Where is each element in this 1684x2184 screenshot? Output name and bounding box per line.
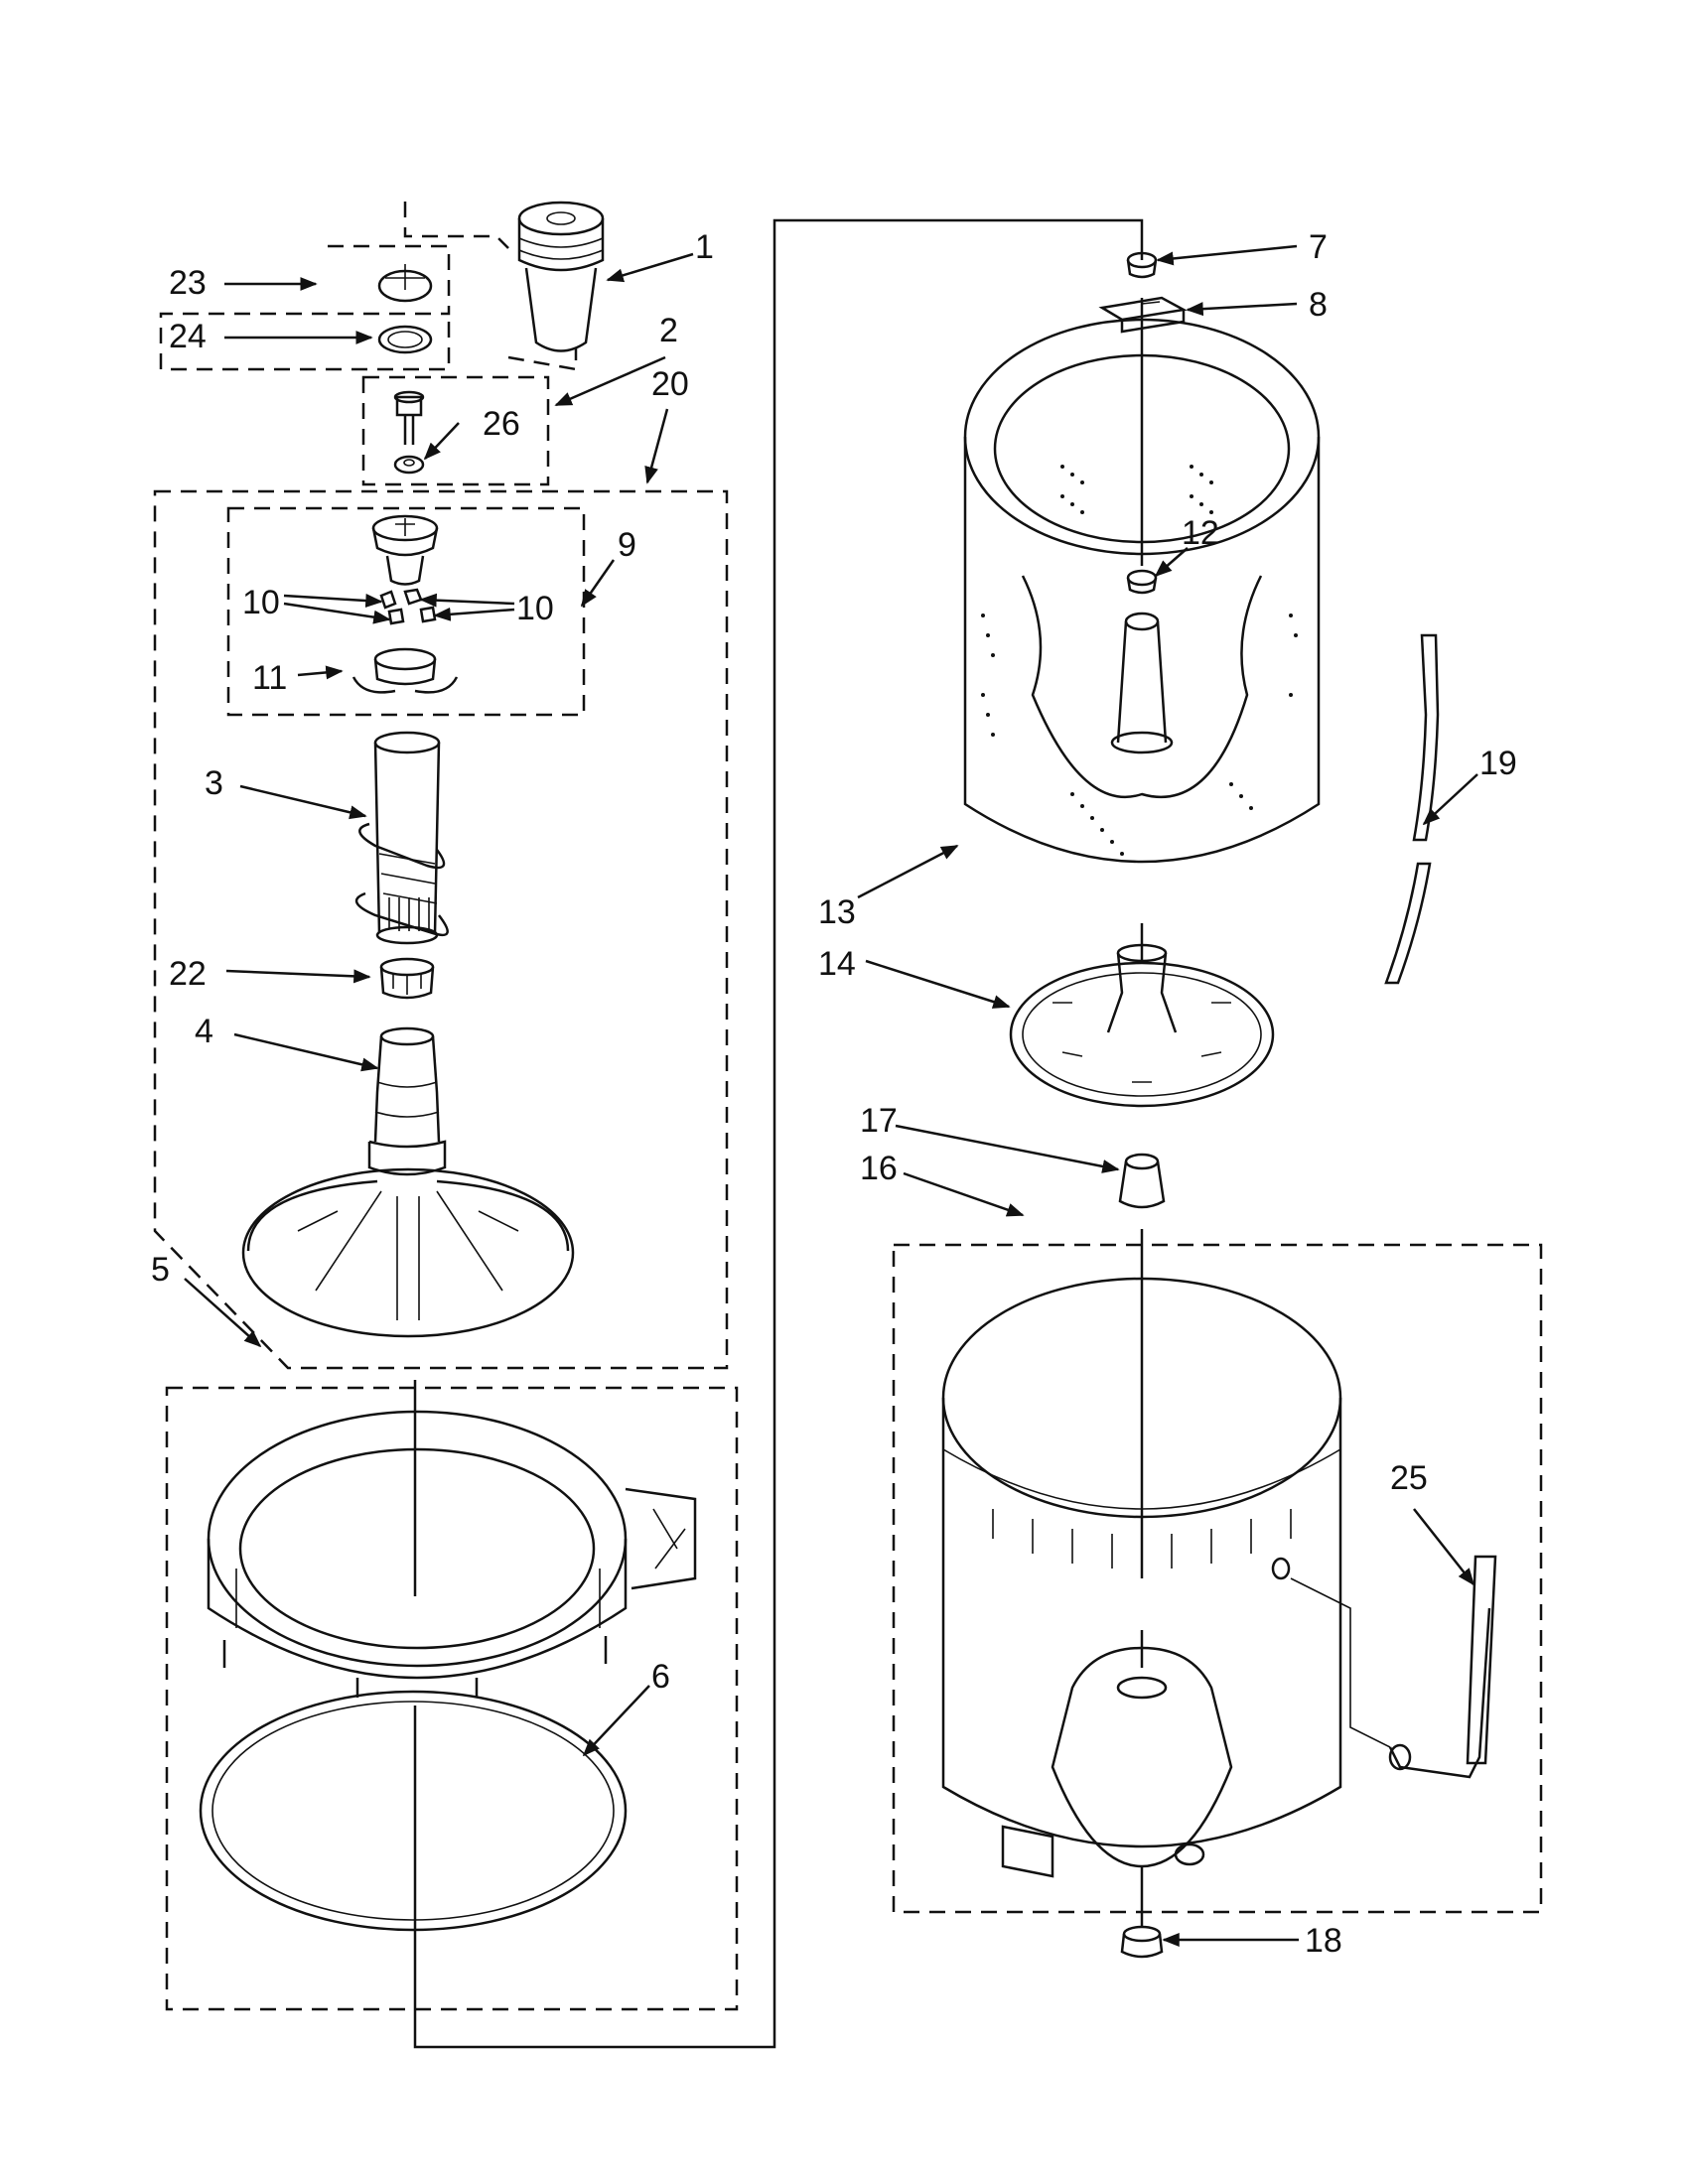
callout-26: 26 — [483, 405, 520, 443]
callout-8: 8 — [1309, 286, 1328, 324]
group-box-9 — [226, 506, 586, 717]
callout-17: 17 — [860, 1102, 898, 1140]
group-boxes — [153, 202, 1543, 2011]
callout-20: 20 — [651, 365, 689, 403]
callout-10-left: 10 — [242, 584, 280, 621]
part-19-hose — [1384, 633, 1440, 985]
callout-22: 22 — [169, 955, 207, 993]
part-18-hub-seal — [1120, 1925, 1164, 1959]
callout-24: 24 — [169, 318, 207, 355]
callout-16: 16 — [860, 1150, 898, 1187]
callout-19: 19 — [1479, 745, 1517, 782]
callout-23: 23 — [169, 264, 207, 302]
callout-5: 5 — [151, 1251, 170, 1289]
callout-10-right: 10 — [516, 590, 554, 627]
part-8-clip — [1098, 296, 1188, 334]
part-5-tub-ring — [207, 1410, 697, 1698]
part-3-auger — [354, 731, 449, 945]
callout-6: 6 — [651, 1658, 670, 1696]
callout-7: 7 — [1309, 228, 1328, 266]
callout-13: 13 — [818, 893, 856, 931]
part-24-ring — [377, 325, 433, 354]
leader-arrows — [184, 244, 1478, 1947]
group-box-2 — [361, 375, 550, 486]
part-25-drain-hose — [1290, 1555, 1497, 1779]
part-2-bolt — [393, 390, 425, 475]
callout-3: 3 — [205, 764, 223, 802]
connector-dashed-2 — [507, 347, 578, 371]
part-11-dog-retainer — [351, 647, 459, 694]
callout-18: 18 — [1305, 1922, 1342, 1960]
part-16-outer-tub — [941, 1277, 1342, 1878]
callout-1: 1 — [695, 228, 714, 266]
group-box-5 — [165, 1386, 739, 2011]
callout-25: 25 — [1390, 1459, 1428, 1497]
connector-dashed — [403, 202, 509, 249]
part-9-agitator-cam — [371, 514, 439, 586]
part-14-drive-hub — [1009, 943, 1275, 1108]
callout-labels: 1 2 3 4 5 6 7 8 9 10 10 11 12 13 14 16 1… — [151, 228, 1517, 1960]
centerlines — [413, 218, 1144, 2049]
callout-9: 9 — [618, 526, 636, 564]
part-23-cap — [377, 264, 433, 303]
group-box-24 — [159, 312, 451, 371]
callout-2: 2 — [659, 312, 678, 349]
part-22-drive-bell — [379, 957, 435, 1000]
callout-14: 14 — [818, 945, 856, 983]
callout-11: 11 — [252, 659, 287, 697]
group-box-16 — [892, 1243, 1543, 1914]
part-6-ring-seal — [199, 1690, 628, 1932]
group-box-20 — [153, 489, 729, 1370]
part-17-seal — [1118, 1153, 1166, 1209]
part-13-basket — [963, 318, 1321, 864]
part-12-hub-nut — [1126, 569, 1158, 595]
part-7-nut — [1126, 251, 1158, 279]
callout-12: 12 — [1182, 514, 1219, 552]
group-box-23 — [328, 244, 451, 316]
part-1-dispenser — [517, 201, 605, 352]
part-4-agitator-base — [241, 1026, 575, 1338]
callout-4: 4 — [195, 1013, 213, 1050]
